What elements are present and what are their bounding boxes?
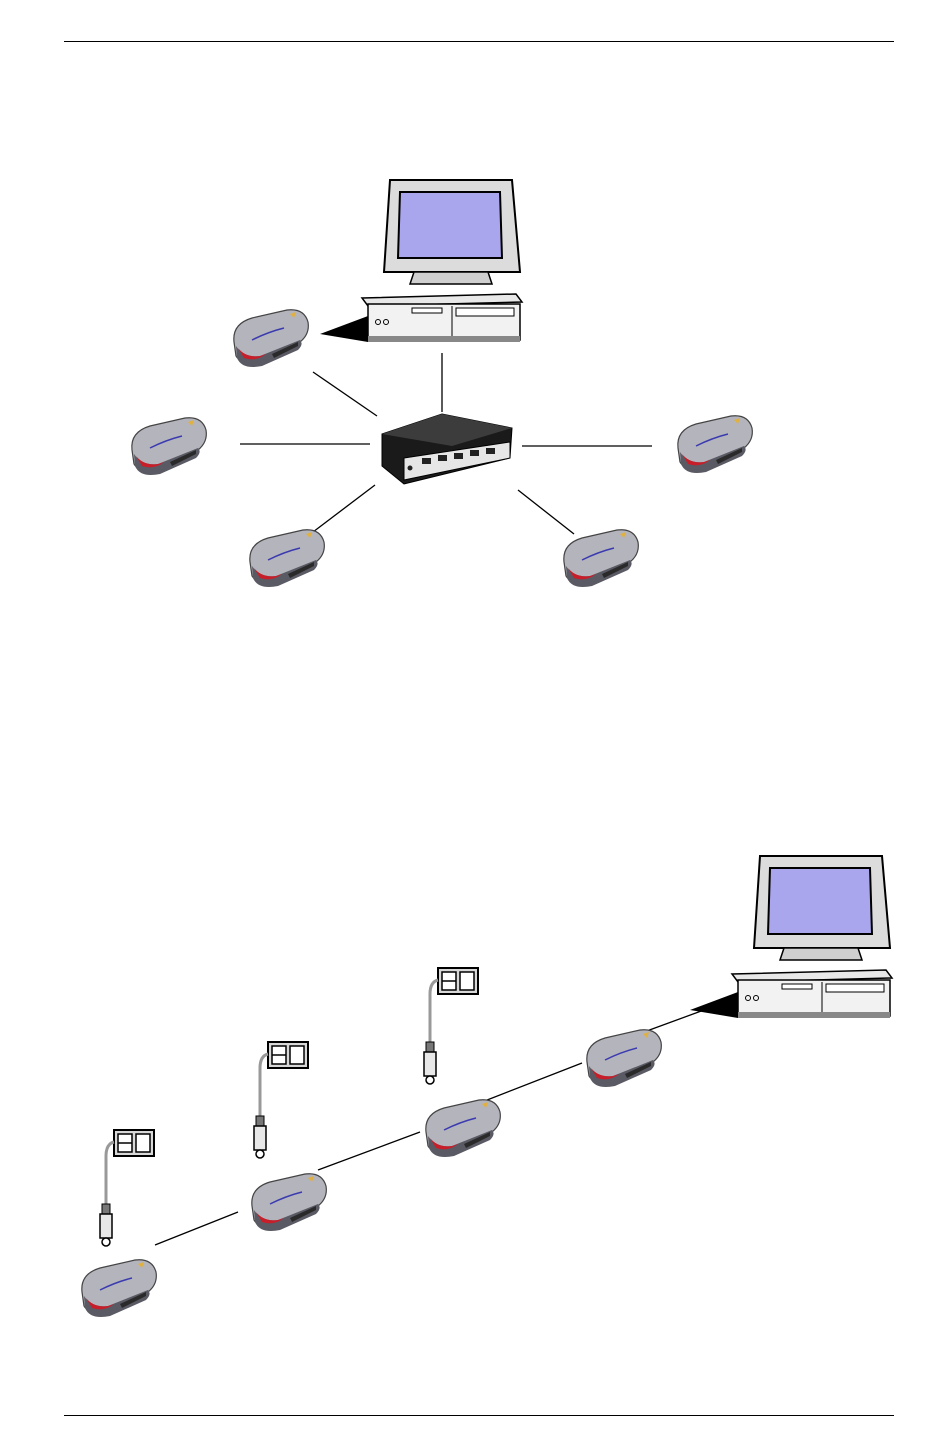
device-icon <box>82 1260 157 1317</box>
cable-hub-device-3 <box>313 485 375 532</box>
cable-device-1-device-2 <box>482 1063 582 1102</box>
host-computer-icon <box>320 180 522 342</box>
device-icon <box>587 1030 662 1087</box>
hub-icon <box>382 414 512 484</box>
device-icon <box>132 418 207 475</box>
device-icon <box>564 530 639 587</box>
cable-device-2-device-3 <box>318 1132 420 1170</box>
device-icon <box>678 416 753 473</box>
device-icon <box>252 1174 327 1231</box>
power-adapter-icon <box>254 1042 308 1158</box>
cable-device-3-device-4 <box>155 1212 238 1245</box>
daisy-chain-topology <box>82 856 892 1317</box>
device-icon <box>250 530 325 587</box>
host-computer-icon <box>690 856 892 1018</box>
cable-pc-device-1 <box>644 1010 704 1032</box>
device-icon <box>234 310 309 367</box>
device-icon <box>426 1100 501 1157</box>
cable-hub-device-1 <box>313 372 377 416</box>
cable-hub-device-4 <box>518 490 574 534</box>
star-topology <box>132 180 753 587</box>
power-adapter-icon <box>424 968 478 1084</box>
power-adapter-icon <box>100 1130 154 1246</box>
